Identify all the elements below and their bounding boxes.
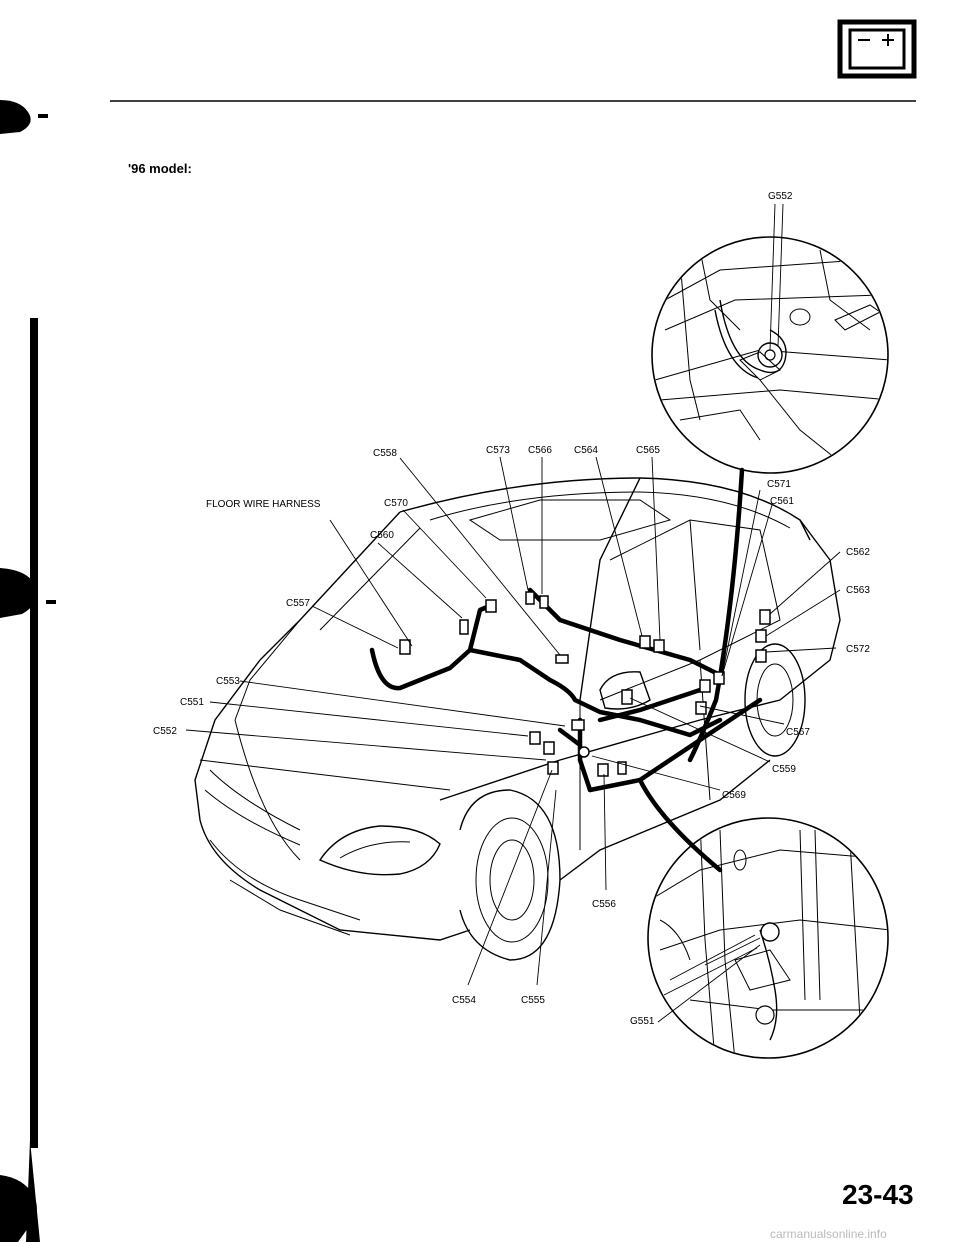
label-c571: C571 [767,479,791,490]
label-c552: C552 [153,726,177,737]
label-c573: C573 [486,445,510,456]
label-c566: C566 [528,445,552,456]
label-c551: C551 [180,697,204,708]
car-outline [194,477,841,961]
inset-g551 [647,817,889,1059]
watermark: carmanualsonline.info [770,1227,887,1241]
label-c569: C569 [722,790,746,801]
floor-wire-harness-path [369,587,763,793]
label-c561: C561 [770,496,794,507]
label-floor-wire-harness: FLOOR WIRE HARNESS [206,499,321,510]
label-c562: C562 [846,547,870,558]
label-c565: C565 [636,445,660,456]
binding-margin [0,100,56,1242]
connectors [399,591,771,777]
label-c567: C567 [786,727,810,738]
label-c557: C557 [286,598,310,609]
label-c553: C553 [216,676,240,687]
leader-lines [185,456,841,986]
label-c554: C554 [452,995,476,1006]
label-c560: C560 [370,530,394,541]
label-c559: C559 [772,764,796,775]
label-c558: C558 [373,448,397,459]
battery-icon [837,19,917,79]
label-g551: G551 [630,1016,655,1027]
label-c555: C555 [521,995,545,1006]
label-c563: C563 [846,585,870,596]
label-c564: C564 [574,445,598,456]
label-c570: C570 [384,498,408,509]
harness-to-g551 [637,777,723,873]
page-number: 23-43 [842,1179,914,1210]
label-g552: G552 [768,191,793,202]
label-c572: C572 [846,644,870,655]
inset-g552 [651,236,889,474]
label-c556: C556 [592,899,616,910]
model-heading: '96 model: [128,161,192,176]
